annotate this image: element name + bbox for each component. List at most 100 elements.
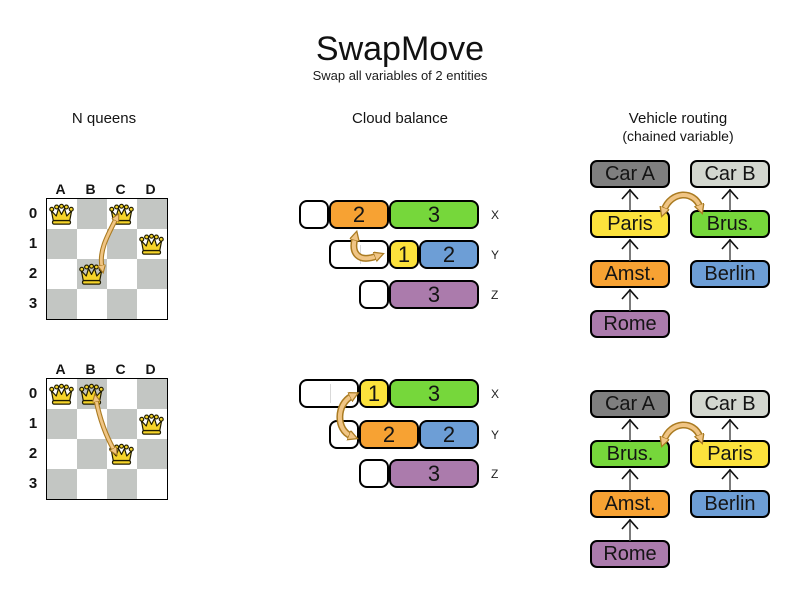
queen-icon [78,383,105,406]
board-cell [137,439,167,469]
chain-arrow [621,238,639,261]
board-cell [77,439,107,469]
queen-icon [78,263,105,286]
board-col-label: B [85,361,97,377]
vehicle-node-after-left: Car A [590,390,670,418]
cloud-box-empty [329,240,389,269]
board-col-label: D [145,361,157,377]
board-cell [137,379,167,409]
queen-icon [108,443,135,466]
vehicle-node-after-right: Paris [690,440,770,468]
board-cell [137,289,167,319]
vehicle-node-after-left: Amst. [590,490,670,518]
board-cell [77,469,107,499]
vehicle-node-before-right: Car B [690,160,770,188]
board-row-label: 2 [28,445,38,462]
board-cell [137,259,167,289]
board-cell [107,259,137,289]
board-cell [107,409,137,439]
queen-icon [108,203,135,226]
board-row-label: 3 [28,475,38,492]
board-cell [47,289,77,319]
board-col-label: A [55,181,67,197]
cloud-row-label: Z [491,288,499,302]
page-subtitle: Swap all variables of 2 entities [312,68,488,83]
board-cell [107,379,137,409]
board-row-label: 2 [28,265,38,282]
vehicle-node-before-right: Brus. [690,210,770,238]
vehicle-node-before-left: Rome [590,310,670,338]
chain-arrow [721,418,739,441]
board-cell [107,469,137,499]
board-row-label: 0 [28,205,38,222]
vehicle-node-before-right: Berlin [690,260,770,288]
board-col-label: C [115,181,127,197]
cloud-row-label: Y [491,428,500,442]
cloud-row-label: Z [491,467,499,481]
cloud-box-empty [329,420,359,449]
board-cell [107,289,137,319]
vehicle-node-before-left: Paris [590,210,670,238]
chain-arrow [721,188,739,211]
cloud-box-green: 3 [389,379,479,408]
chain-arrow [721,468,739,491]
cloud-box-green: 3 [389,200,479,229]
board-cell [137,199,167,229]
board-cell [137,469,167,499]
queen-icon [48,203,75,226]
queen-icon [48,383,75,406]
cloud-box-blue: 2 [419,420,479,449]
queen-icon [138,233,165,256]
board-row-label: 1 [28,235,38,252]
chain-arrow [721,238,739,261]
chain-arrow [621,418,639,441]
cloud-row-label: X [491,387,500,401]
board-row-label: 0 [28,385,38,402]
board-col-label: B [85,181,97,197]
queen-icon [138,413,165,436]
cloud-box-blue: 2 [419,240,479,269]
cloud-box-empty [299,379,359,408]
vehicle-node-after-right: Berlin [690,490,770,518]
board-row-label: 3 [28,295,38,312]
cloud-box-purple: 3 [389,459,479,488]
cloud-box-orange: 2 [359,420,419,449]
chain-arrow [621,468,639,491]
vehicle-node-after-left: Brus. [590,440,670,468]
board-col-label: D [145,181,157,197]
swap-arrow-vehicle-after [664,421,700,440]
vehicle-subheading: (chained variable) [622,128,734,144]
board-cell [47,439,77,469]
board-cell [77,409,107,439]
board-cell [77,199,107,229]
board-cell [77,229,107,259]
vehicle-node-before-left: Car A [590,160,670,188]
vehicle-heading: Vehicle routing [628,110,728,127]
board-cell [47,229,77,259]
cloud-row-label: Y [491,248,500,262]
nqueens-heading: N queens [71,110,137,127]
vehicle-node-after-right: Car B [690,390,770,418]
board-cell [77,289,107,319]
cloud-box-empty [359,280,389,309]
vehicle-node-after-left: Rome [590,540,670,568]
board-cell [47,409,77,439]
board-row-label: 1 [28,415,38,432]
board-cell [47,259,77,289]
cloud-row-label: X [491,208,500,222]
vehicle-node-before-left: Amst. [590,260,670,288]
slot-divider [360,245,361,264]
chain-arrow [621,188,639,211]
cloud-box-yellow: 1 [359,379,389,408]
swap-arrow-vehicle-before [664,191,700,210]
chain-arrow [621,518,639,541]
board-cell [107,229,137,259]
chain-arrow [621,288,639,311]
board-col-label: C [115,361,127,377]
cloud-box-empty [299,200,329,229]
cloud-box-empty [359,459,389,488]
board-col-label: A [55,361,67,377]
page-title: SwapMove [315,30,485,68]
slot-divider [330,384,331,403]
